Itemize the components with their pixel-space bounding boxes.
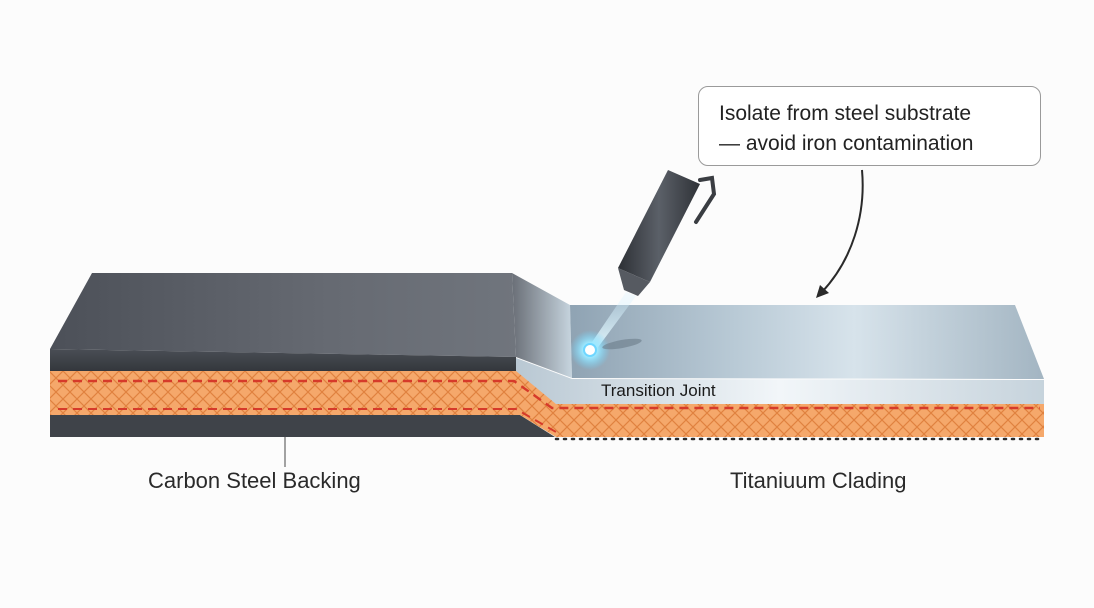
torch-body	[618, 170, 700, 282]
transition-slope	[512, 273, 572, 378]
carbon-steel-label: Carbon Steel Backing	[148, 468, 361, 493]
callout-line-1: Isolate from steel substrate	[719, 102, 972, 125]
titanium-plate	[516, 305, 1044, 404]
titanium-top-surface	[570, 305, 1044, 379]
carbon-steel-plate	[50, 273, 555, 437]
steel-top-surface	[50, 273, 516, 357]
callout-box: Isolate from steel substrate — avoid iro…	[698, 86, 1041, 166]
transition-joint-label: Transition Joint	[601, 381, 716, 400]
titanium-front-edge	[516, 358, 1044, 404]
dashed-bond-line-lower	[58, 408, 557, 433]
callout-line-2: — avoid iron contamination	[719, 132, 974, 155]
torch-nozzle	[618, 268, 650, 296]
curved-arrow-icon	[816, 169, 864, 298]
weld-arc-icon	[570, 330, 642, 370]
dashed-bond-line-upper	[58, 379, 1040, 410]
titanium-cladding-label: Titaniuum Clading	[730, 468, 907, 493]
torch-cable-hook	[694, 175, 717, 224]
steel-front-edge	[50, 349, 516, 371]
steel-bottom-layer	[50, 415, 555, 437]
